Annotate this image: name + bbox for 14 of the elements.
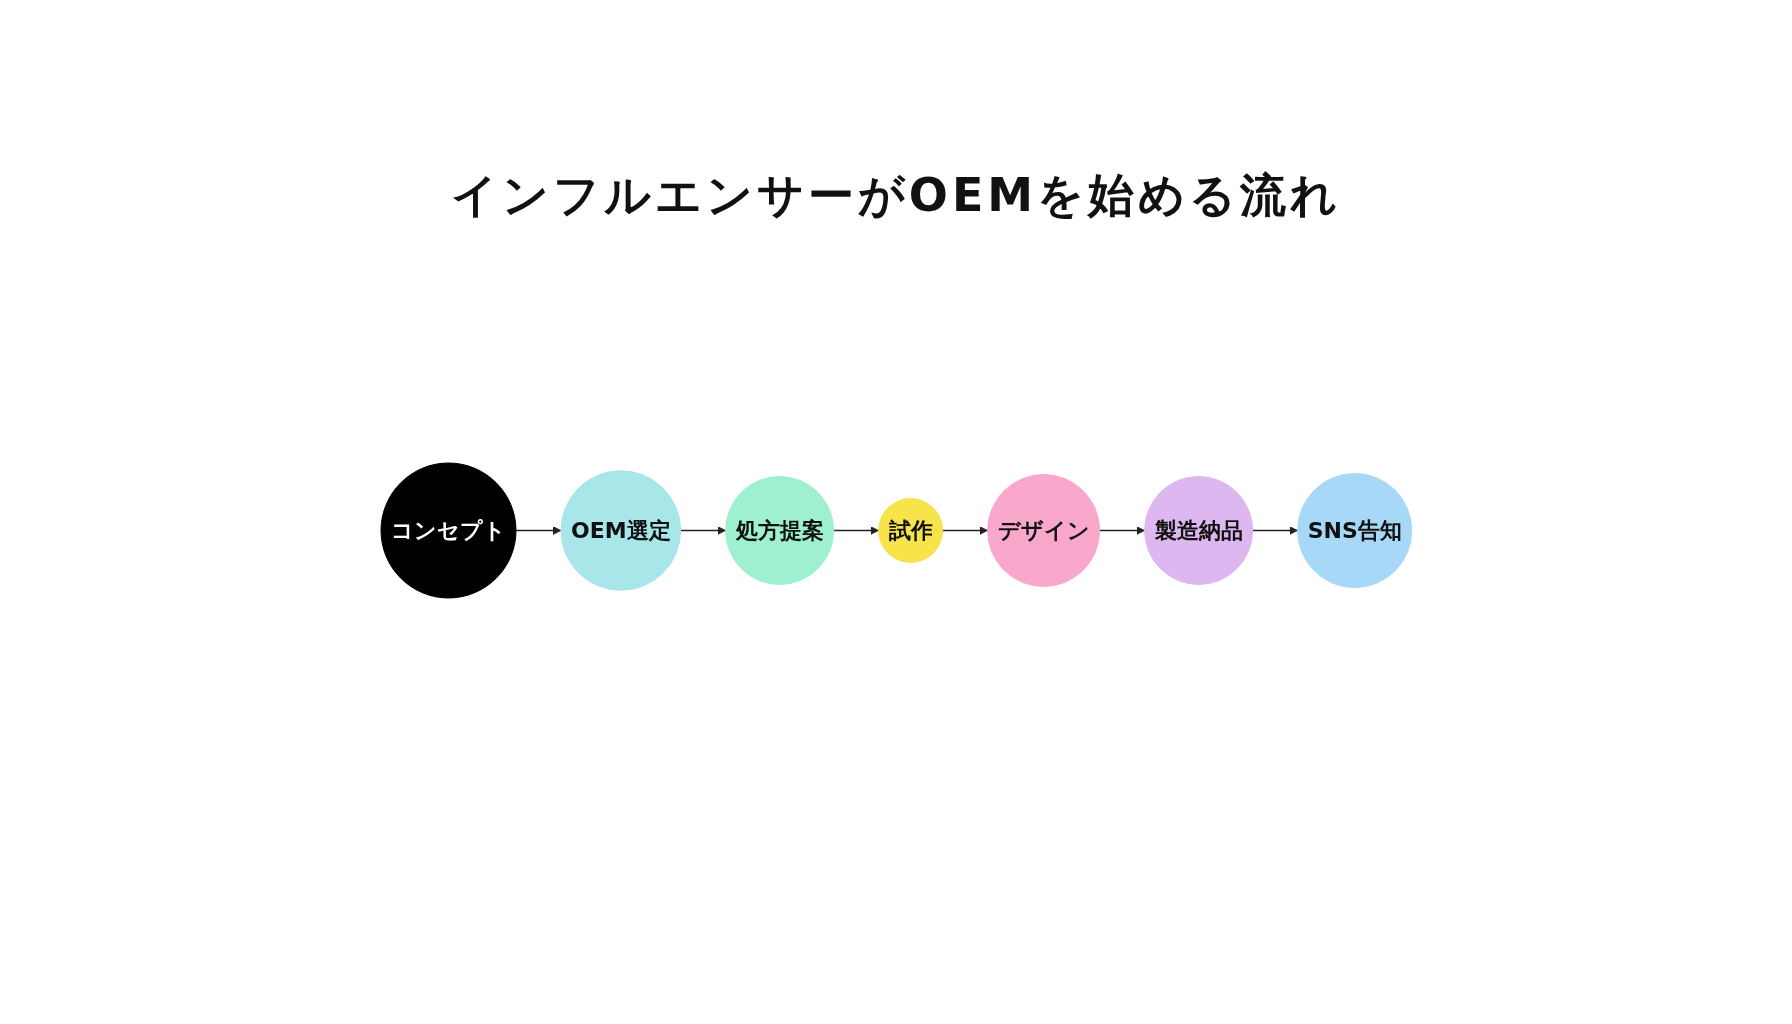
diagram-title: インフルエンサーがOEMを始める流れ	[449, 167, 1343, 224]
node-circle: 製造納品	[1143, 475, 1253, 585]
arrow	[832, 525, 879, 535]
arrow	[1251, 525, 1298, 535]
arrow	[1098, 525, 1145, 535]
arrow	[941, 525, 988, 535]
node-circle: 試作	[877, 497, 943, 563]
arrow	[679, 525, 726, 535]
arrow	[514, 525, 562, 535]
node-circle: デザイン	[986, 473, 1100, 587]
node-circle: SNS告知	[1296, 472, 1412, 588]
node-circle: OEM選定	[560, 469, 681, 591]
node-circle: コンセプト	[380, 462, 517, 598]
node-circle: 処方提案	[724, 475, 834, 585]
